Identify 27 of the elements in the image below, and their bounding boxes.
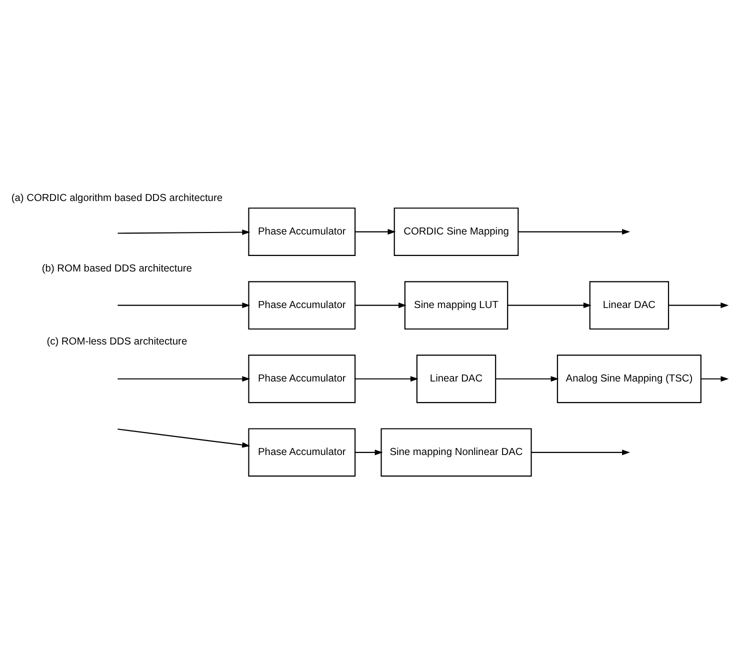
- node-box: Linear DAC: [589, 281, 670, 330]
- label: (a) CORDIC algorithm based DDS architecture: [11, 192, 223, 204]
- arrow: [518, 228, 630, 235]
- node-box: Analog Sine Mapping (TSC): [556, 354, 702, 404]
- arrow: [355, 302, 407, 308]
- node-box: Linear DAC: [416, 354, 496, 404]
- arrow: [701, 376, 729, 382]
- label: (c) ROM-less DDS architecture: [46, 336, 188, 348]
- arrow: [118, 428, 250, 448]
- arrow: [531, 450, 630, 456]
- node-box: Phase Accumulator: [248, 208, 356, 256]
- node-box: Sine mapping Nonlinear DAC: [380, 428, 532, 477]
- arrow: [118, 376, 250, 382]
- arrow: [118, 302, 250, 308]
- arrow: [355, 450, 383, 456]
- arrow: [496, 376, 559, 382]
- arrow: [355, 376, 418, 382]
- arrow: [508, 302, 592, 308]
- arrow: [118, 229, 250, 236]
- node-box: Sine mapping LUT: [404, 281, 508, 330]
- arrow: [668, 302, 729, 308]
- arrow: [355, 228, 396, 235]
- node-box: Phase Accumulator: [248, 281, 356, 330]
- node-box: Phase Accumulator: [248, 354, 356, 404]
- node-box: CORDIC Sine Mapping: [394, 208, 519, 256]
- label: (b) ROM based DDS architecture: [42, 264, 192, 275]
- node-box: Phase Accumulator: [248, 428, 356, 477]
